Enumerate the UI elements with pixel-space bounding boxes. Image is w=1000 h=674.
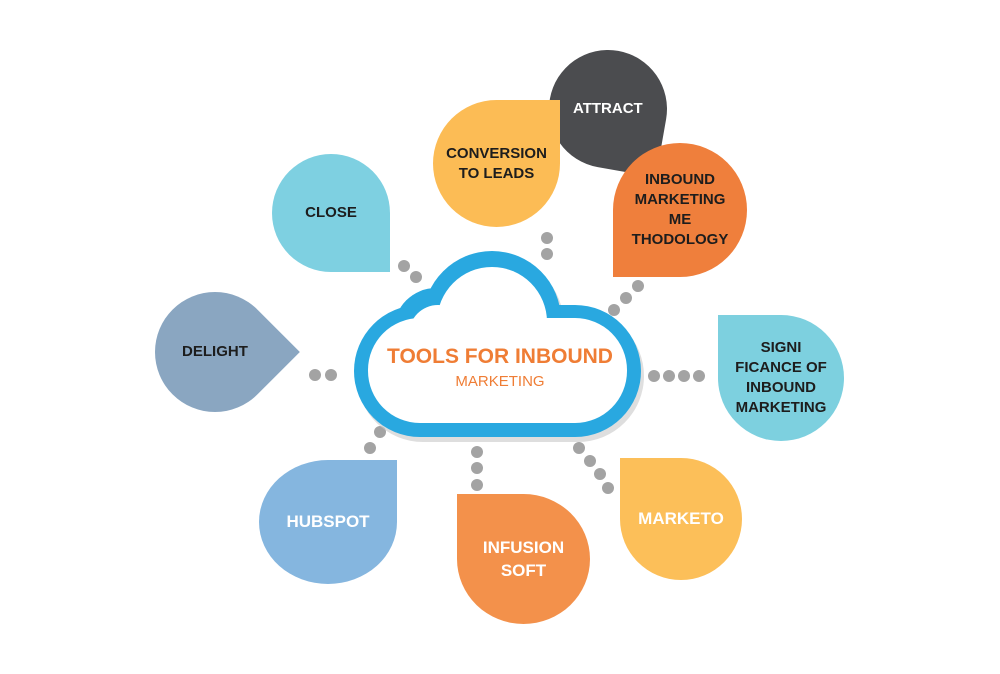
node-significance-label: SIGNI FICANCE OF INBOUND MARKETING	[735, 339, 827, 416]
node-marketo: MARKETO	[620, 458, 742, 580]
node-attract-label: ATTRACT	[573, 100, 643, 117]
node-marketo-label: MARKETO	[638, 509, 724, 528]
node-methodology: INBOUND MARKETING ME THODOLOGY	[613, 143, 747, 277]
node-infusion-soft: INFUSION SOFT	[457, 494, 590, 624]
node-significance: SIGNI FICANCE OF INBOUND MARKETING	[718, 315, 844, 441]
node-conversion-label: CONVERSION TO LEADS	[446, 144, 547, 182]
node-close-label: CLOSE	[305, 204, 357, 221]
node-delight-label: DELIGHT	[182, 343, 248, 360]
node-hubspot: HUBSPOT	[259, 460, 397, 584]
node-hubspot-label: HUBSPOT	[286, 512, 370, 531]
node-close: CLOSE	[272, 154, 390, 272]
center-cloud-label: TOOLS FOR INBOUND MARKETING	[360, 345, 640, 390]
node-infusion-label: INFUSION SOFT	[482, 538, 565, 580]
node-methodology-label: INBOUND MARKETING ME THODOLOGY	[631, 171, 729, 248]
node-conversion-to-leads: CONVERSION TO LEADS	[433, 100, 560, 227]
connector-dots	[309, 232, 705, 494]
cloud-shape	[354, 251, 644, 442]
center-title: TOOLS FOR INBOUND	[387, 345, 613, 368]
center-subtitle: MARKETING	[455, 373, 545, 390]
